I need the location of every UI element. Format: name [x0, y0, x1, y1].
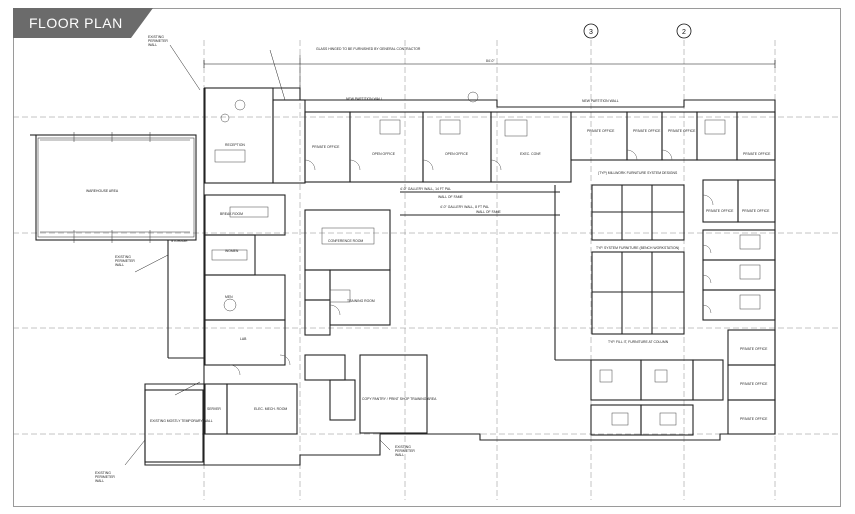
- room-private-office-3: PRIVATE OFFICE: [633, 129, 661, 133]
- room-server: SERVER: [207, 407, 221, 411]
- room-private-office-5: PRIVATE OFFICE: [743, 152, 771, 156]
- grid-marker-2: 2: [676, 23, 692, 39]
- room-private-office-2: PRIVATE OFFICE: [587, 129, 615, 133]
- note-existing-perimeter-4: EXISTING: [395, 445, 411, 449]
- room-exec-conf: EXEC. CONF.: [520, 152, 541, 156]
- note-glass-hinged: GLASS HINGED TO BE FURNISHED BY GENERAL …: [316, 47, 421, 51]
- note-wall-of-fame-1: WALL OF FAME: [438, 195, 464, 199]
- dimension-line: [203, 60, 776, 68]
- title-tab: FLOOR PLAN: [13, 8, 153, 38]
- note-typ-furniture: (TYP) MILLWORK FURNITURE SYSTEM DESIGNS: [598, 171, 678, 175]
- room-private-office-8: PRIVATE OFFICE: [740, 347, 768, 351]
- note-typ-workstation: TYP. SYSTEM FURNITURE (BENCH WORKSTATION…: [596, 246, 679, 250]
- warehouse-bays: [40, 132, 190, 243]
- note-gallery-wall-2: 4'-0" GALLERY WALL, 8 FT PAL: [440, 205, 489, 209]
- note-existing-perimeter-3c: WALL: [95, 479, 104, 483]
- room-private-office-4: PRIVATE OFFICE: [668, 129, 696, 133]
- door-swings: [229, 149, 714, 376]
- room-training: TRAINING ROOM: [347, 299, 375, 303]
- note-existing-perimeter-2: EXISTING: [115, 255, 131, 259]
- room-private-office-1: PRIVATE OFFICE: [312, 145, 340, 149]
- room-womens: WOMEN: [225, 249, 239, 253]
- note-existing-perimeter-2b: PERIMETER: [115, 259, 135, 263]
- note-existing-perimeter-4c: WALL: [395, 453, 404, 457]
- room-private-office-6: PRIVATE OFFICE: [706, 209, 734, 213]
- note-existing-perimeter-1b: PERIMETER: [148, 39, 168, 43]
- room-electrical: ELEC. MECH. ROOM: [254, 407, 287, 411]
- room-lab: LAB: [240, 337, 247, 341]
- furniture: [211, 91, 761, 426]
- grid-marker-2-label: 2: [682, 29, 686, 36]
- leader-lines: [124, 44, 391, 466]
- page-title: FLOOR PLAN: [29, 15, 123, 31]
- note-existing-perimeter-3b: PERIMETER: [95, 475, 115, 479]
- note-existing-temporary-wall: EXISTING MOSTLY TEMPORARY WALL: [150, 419, 213, 423]
- note-typ-fill: TYP. FILL IT, FURNITURE AT COLUMN: [608, 340, 669, 344]
- room-open-office-1: OPEN OFFICE: [372, 152, 396, 156]
- note-new-partition-right: NEW PARTITION WALL: [582, 99, 619, 103]
- note-existing-perimeter-4b: PERIMETER: [395, 449, 415, 453]
- note-existing-perimeter-1: EXISTING: [148, 35, 164, 39]
- note-new-partition-left: NEW PARTITION WALL: [346, 97, 383, 101]
- note-existing-perimeter-2c: WALL: [115, 263, 124, 267]
- walls: [30, 87, 776, 466]
- room-mens: MEN: [225, 295, 233, 299]
- grid-marker-3: 3: [583, 23, 599, 39]
- room-storage: STORAGE: [171, 239, 188, 243]
- room-copy-pantry: COPY PANTRY / PRINT SHOP TRAINING AREA: [362, 397, 437, 401]
- note-wall-of-fame-2: WALL OF FAME: [476, 210, 502, 214]
- dimension-label: 84'-0": [486, 59, 495, 63]
- grid-marker-3-label: 3: [589, 29, 593, 36]
- note-existing-perimeter-1c: WALL: [148, 43, 157, 47]
- room-private-office-9: PRIVATE OFFICE: [740, 382, 768, 386]
- room-conference: CONFERENCE ROOM: [328, 239, 363, 243]
- room-warehouse: WAREHOUSE AREA: [86, 189, 119, 193]
- room-private-office-10: PRIVATE OFFICE: [740, 417, 768, 421]
- room-private-office-7: PRIVATE OFFICE: [742, 209, 770, 213]
- room-open-office-2: OPEN OFFICE: [445, 152, 469, 156]
- note-existing-perimeter-3: EXISTING: [95, 471, 111, 475]
- room-reception: RECEPTION: [225, 143, 245, 147]
- room-break: BREAK ROOM: [220, 212, 243, 216]
- title-tab-shape: [13, 8, 153, 38]
- note-gallery-wall-1: 4'-0" GALLERY WALL, 14 FT PAL: [400, 187, 451, 191]
